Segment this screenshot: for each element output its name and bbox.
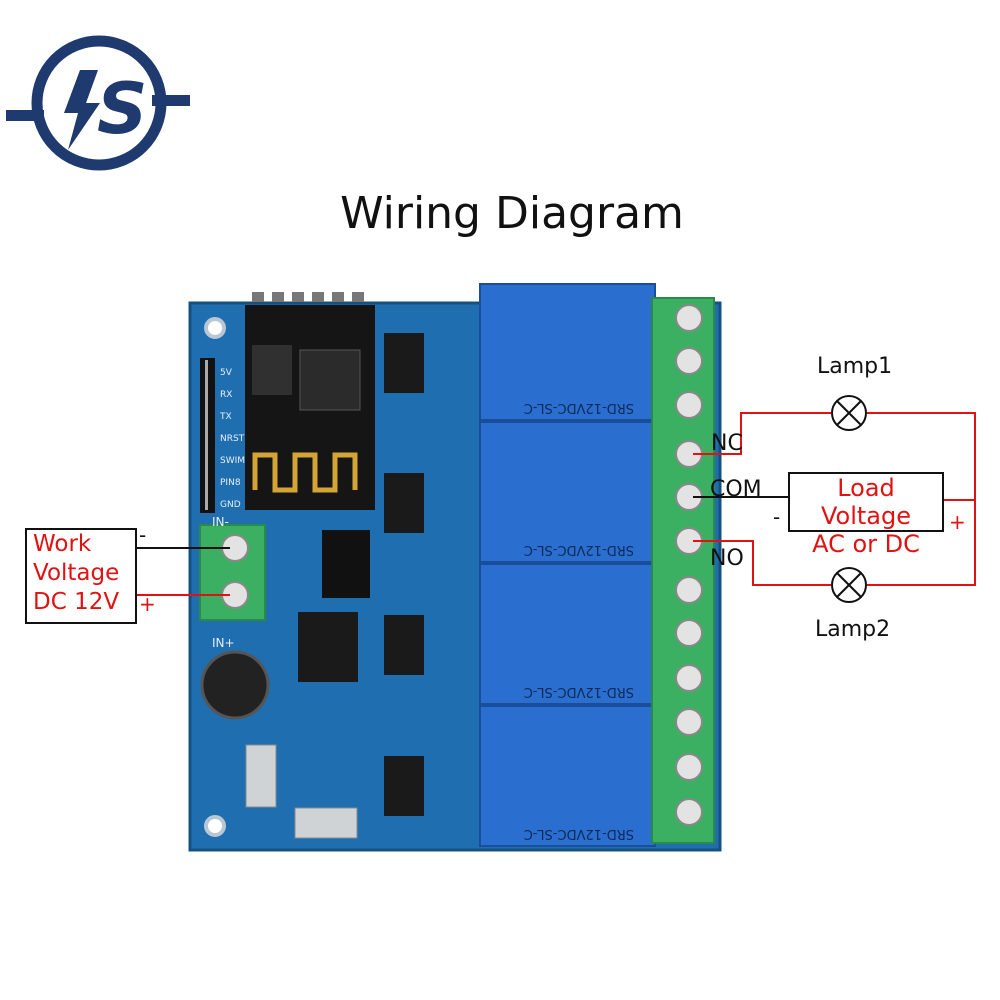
input-minus-label: IN- xyxy=(212,515,229,529)
esp-chip xyxy=(299,349,361,411)
pin-label: SWIM xyxy=(220,456,246,466)
jumper-p6 xyxy=(322,530,370,598)
wire-no-to-lamp2 xyxy=(693,540,831,586)
work-voltage-line2: Voltage xyxy=(33,560,120,586)
load-plus-sign: + xyxy=(949,510,966,534)
relay-k4: SRD-12VDC-SL-C xyxy=(479,705,656,847)
logo-bar-right xyxy=(152,95,190,106)
load-minus-sign: - xyxy=(773,505,781,529)
esp-antenna xyxy=(252,452,358,493)
svg-text:SRD-12VDC-SL-C: SRD-12VDC-SL-C xyxy=(524,400,634,415)
svg-text:SRD-12VDC-SL-C: SRD-12VDC-SL-C xyxy=(524,684,634,699)
terminal-com-label: COM xyxy=(710,477,762,502)
pin-label: NRST xyxy=(220,434,245,444)
terminal-screws-right xyxy=(675,304,703,826)
mount-hole xyxy=(204,317,226,339)
svg-text:SRD-12VDC-SL-C: SRD-12VDC-SL-C xyxy=(524,542,634,557)
brand-logo: S xyxy=(6,35,190,171)
load-voltage-line1: Load Voltage xyxy=(820,474,912,530)
lamp1-label: Lamp1 xyxy=(817,354,893,379)
button-s1 xyxy=(245,744,277,808)
load-voltage-box: Load Voltage AC or DC xyxy=(788,472,944,558)
work-voltage-line3: DC 12V xyxy=(33,589,120,615)
header-pin-labels: 5V RX TX NRST SWIM PIN8 GND xyxy=(220,362,245,516)
lamp2-symbol xyxy=(831,567,867,603)
pin-label: PIN8 xyxy=(220,478,241,488)
wire-nc-to-lamp1 xyxy=(693,412,831,455)
lamp1-symbol xyxy=(831,395,867,431)
logo-bolt xyxy=(64,70,100,150)
capacitor-c4 xyxy=(200,650,270,720)
work-plus-sign: + xyxy=(139,592,156,616)
esp-flash xyxy=(252,345,292,395)
logo-s-glyph: S xyxy=(97,68,147,150)
pin-label: RX xyxy=(220,390,233,400)
optocoupler xyxy=(384,333,424,393)
lamp2-label: Lamp2 xyxy=(815,617,891,642)
optocoupler xyxy=(384,473,424,533)
page-title: Wiring Diagram xyxy=(340,188,684,239)
pin-label: 5V xyxy=(220,368,232,378)
logo-bar-left xyxy=(6,110,44,121)
button-s2 xyxy=(294,807,358,839)
terminal-nc-label: NC xyxy=(711,431,743,456)
work-voltage-box: Work Voltage DC 12V xyxy=(25,528,137,624)
svg-text:SRD-12VDC-SL-C: SRD-12VDC-SL-C xyxy=(524,826,634,841)
work-minus-sign: - xyxy=(139,523,147,547)
optocoupler xyxy=(384,615,424,675)
mount-hole xyxy=(204,815,226,837)
load-voltage-line2: AC or DC xyxy=(812,530,920,558)
terminal-block-right xyxy=(651,297,715,844)
pin-label: GND xyxy=(220,500,241,510)
ic-chip xyxy=(298,612,358,682)
optocoupler xyxy=(384,756,424,816)
relay-k2: SRD-12VDC-SL-C xyxy=(479,421,656,563)
esp-header-pins xyxy=(252,292,364,302)
pin-header xyxy=(200,358,215,513)
pin-label: TX xyxy=(220,412,232,422)
input-plus-label: IN+ xyxy=(212,636,235,650)
relay-k3: SRD-12VDC-SL-C xyxy=(479,563,656,705)
work-voltage-line1: Work xyxy=(33,531,92,557)
terminal-no-label: NO xyxy=(710,546,744,571)
pcb-edge xyxy=(188,301,722,852)
